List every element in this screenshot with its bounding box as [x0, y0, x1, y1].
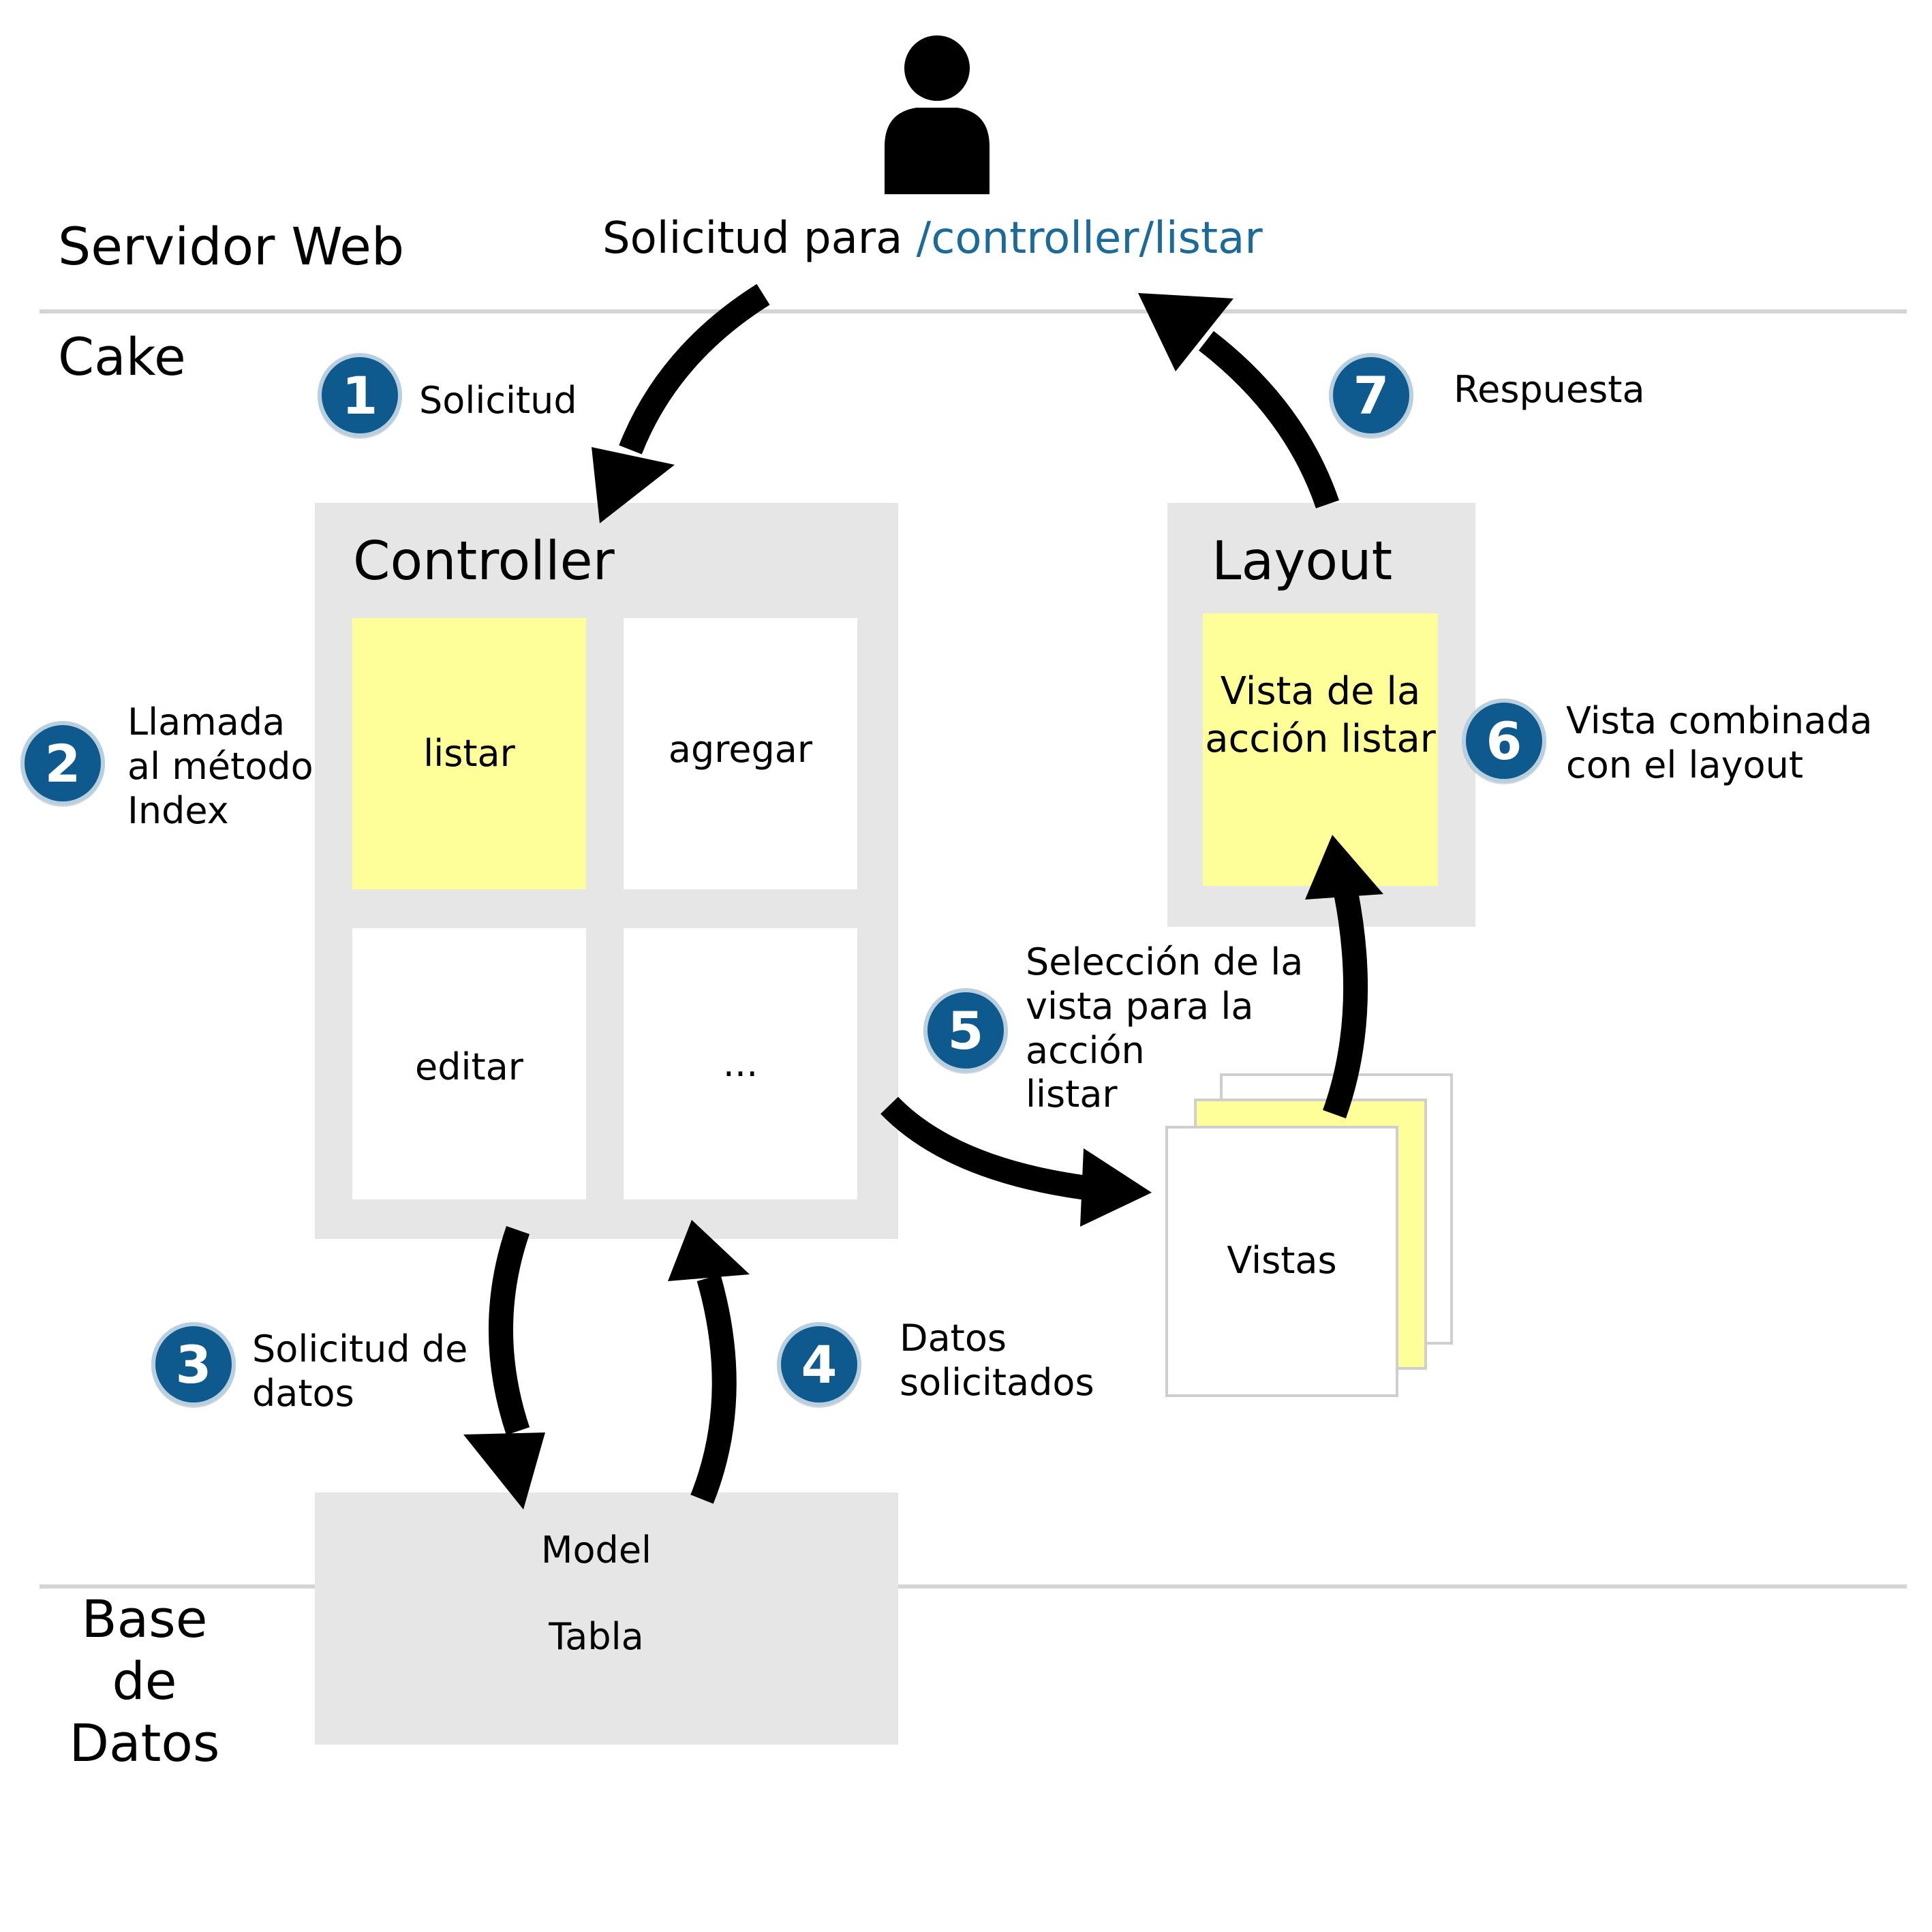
step-badge-1: 1	[318, 353, 402, 438]
model-title: Model	[540, 1529, 652, 1572]
arrow-request	[619, 283, 770, 455]
arrow-data-response-head	[668, 1220, 750, 1281]
view-sheet-front	[1165, 1126, 1398, 1397]
step-label-6: Vista combinada con el layout	[1566, 699, 1873, 786]
action-more: ...	[624, 928, 857, 1199]
table-title: Tabla	[549, 1615, 644, 1659]
arrow-data-response	[690, 1274, 737, 1504]
layer-label-web-server: Servidor Web	[58, 216, 405, 277]
views-label: Vistas	[1227, 1239, 1337, 1283]
action-listar: listar	[352, 618, 586, 889]
layout-title: Layout	[1212, 531, 1393, 592]
request-line: Solicitud para /controller/listar	[602, 213, 1263, 265]
arrow-data-request	[489, 1226, 530, 1435]
model-box	[315, 1492, 898, 1745]
arrow-data-request-head	[463, 1432, 545, 1509]
request-url: /controller/listar	[916, 213, 1263, 264]
separator-web-cake	[40, 309, 1907, 313]
request-prefix: Solicitud para	[602, 213, 903, 264]
step-label-1: Solicitud	[419, 379, 577, 422]
action-editar: editar	[352, 928, 586, 1199]
step-label-7: Respuesta	[1454, 368, 1645, 411]
step-label-2: Llamada al método Index	[127, 701, 313, 832]
user-icon	[885, 35, 990, 194]
arrow-combine-head	[1305, 835, 1383, 900]
separator-cake-db	[40, 1584, 1907, 1589]
step-badge-6: 6	[1462, 699, 1546, 783]
step-label-5: Selección de la vista para la acción lis…	[1026, 940, 1304, 1116]
step-label-3: Solicitud de datos	[252, 1328, 468, 1415]
arrow-select-view-head	[1080, 1148, 1152, 1227]
step-badge-3: 3	[151, 1322, 236, 1407]
step-badge-2: 2	[20, 721, 105, 806]
step-badge-7: 7	[1329, 353, 1413, 438]
arrow-request-head	[592, 447, 675, 523]
arrow-response-head	[1138, 293, 1233, 371]
arrow-combine	[1323, 890, 1368, 1119]
action-agregar: agregar	[624, 618, 857, 889]
step-badge-5: 5	[923, 988, 1008, 1073]
arrow-select-view	[880, 1097, 1099, 1201]
layer-label-database: Base de Datos	[69, 1589, 220, 1774]
layer-label-cake: Cake	[58, 326, 186, 387]
layout-content: Vista de la acción listar	[1203, 613, 1438, 886]
arrow-response	[1199, 331, 1340, 508]
step-label-4: Datos solicitados	[900, 1317, 1094, 1404]
step-badge-4: 4	[777, 1322, 861, 1407]
controller-title: Controller	[353, 531, 615, 592]
